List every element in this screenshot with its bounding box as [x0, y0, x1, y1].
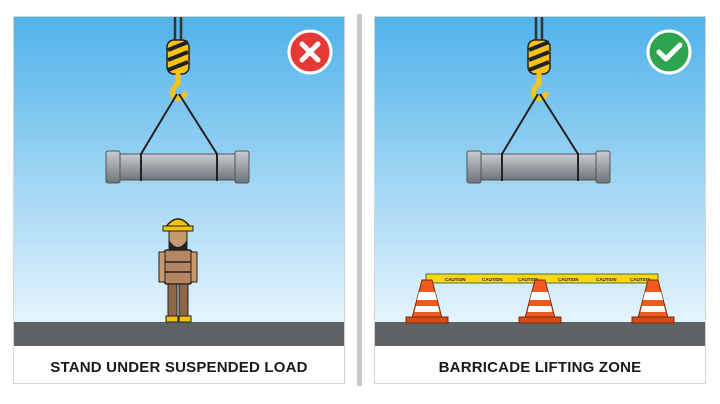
- panel-divider: [357, 14, 362, 386]
- svg-text:CAUTION: CAUTION: [445, 277, 466, 282]
- svg-text:CAUTION: CAUTION: [558, 277, 579, 282]
- traffic-cone-icon: [518, 279, 562, 324]
- scene-correct: CAUTION CAUTION CAUTION CAUTION CAUTION …: [374, 16, 706, 346]
- traffic-cone-icon: [405, 279, 449, 324]
- panel-incorrect: STAND UNDER SUSPENDED LOAD: [13, 16, 345, 384]
- worker-figure: [158, 218, 198, 323]
- traffic-cone-icon: [631, 279, 675, 324]
- svg-text:CAUTION: CAUTION: [630, 277, 651, 282]
- ground: [374, 322, 706, 346]
- checkmark-icon: [646, 29, 692, 75]
- svg-text:CAUTION: CAUTION: [482, 277, 503, 282]
- svg-text:CAUTION: CAUTION: [518, 277, 539, 282]
- caption-correct: BARRICADE LIFTING ZONE: [438, 358, 642, 376]
- suspended-pipe: [466, 150, 611, 184]
- svg-text:CAUTION: CAUTION: [596, 277, 617, 282]
- suspended-pipe: [105, 150, 250, 184]
- panel-correct: CAUTION CAUTION CAUTION CAUTION CAUTION …: [374, 16, 706, 384]
- x-icon: [287, 29, 333, 75]
- caption-incorrect: STAND UNDER SUSPENDED LOAD: [50, 358, 308, 376]
- ground: [13, 322, 345, 346]
- scene-incorrect: [13, 16, 345, 346]
